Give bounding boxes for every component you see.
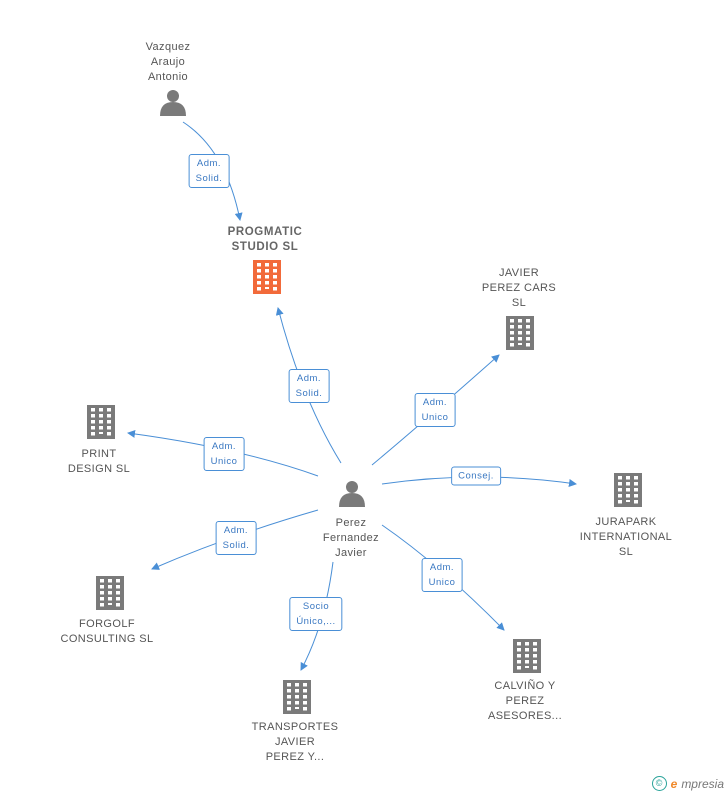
- edge-label-transportes[interactable]: Socio Único,...: [289, 597, 343, 631]
- transportes-building-icon[interactable]: [283, 680, 311, 714]
- edge-label-progmatic[interactable]: Adm. Solid.: [288, 369, 330, 403]
- print_design-label[interactable]: PRINT DESIGN SL: [67, 448, 131, 475]
- brand-e: e: [670, 776, 678, 791]
- edge-label-print_design[interactable]: Adm. Unico: [203, 437, 245, 471]
- vazquez-person-icon[interactable]: [160, 90, 186, 116]
- jurapark-building-icon[interactable]: [614, 473, 642, 507]
- forgolf-building-icon[interactable]: [96, 576, 124, 610]
- edge-label-jurapark[interactable]: Consej.: [451, 466, 501, 486]
- progmatic-building-icon[interactable]: [253, 260, 281, 294]
- edge-label-progmatic[interactable]: Adm. Solid.: [188, 154, 230, 188]
- edge-label-calvino[interactable]: Adm. Unico: [421, 558, 463, 592]
- progmatic-label[interactable]: PROGMATIC STUDIO SL: [227, 226, 303, 253]
- vazquez-label[interactable]: Vazquez Araujo Antonio: [145, 41, 191, 83]
- perez-label[interactable]: Perez Fernandez Javier: [322, 517, 380, 559]
- javier_cars-label[interactable]: JAVIER PEREZ CARS SL: [481, 267, 557, 309]
- calvino-label[interactable]: CALVIÑO Y PEREZ ASESORES...: [487, 680, 563, 722]
- javier_cars-building-icon[interactable]: [506, 316, 534, 350]
- print_design-building-icon[interactable]: [87, 405, 115, 439]
- perez-person-icon[interactable]: [339, 481, 365, 507]
- transportes-label[interactable]: TRANSPORTES JAVIER PEREZ Y...: [251, 721, 339, 763]
- copyright-icon: ©: [651, 776, 667, 791]
- jurapark-label[interactable]: JURAPARK INTERNATIONAL SL: [579, 516, 673, 558]
- calvino-building-icon[interactable]: [513, 639, 541, 673]
- brand-name: mpresia: [681, 776, 724, 791]
- edge-label-javier_cars[interactable]: Adm. Unico: [414, 393, 456, 427]
- forgolf-label[interactable]: FORGOLF CONSULTING SL: [60, 618, 154, 645]
- edge-label-forgolf[interactable]: Adm. Solid.: [215, 521, 257, 555]
